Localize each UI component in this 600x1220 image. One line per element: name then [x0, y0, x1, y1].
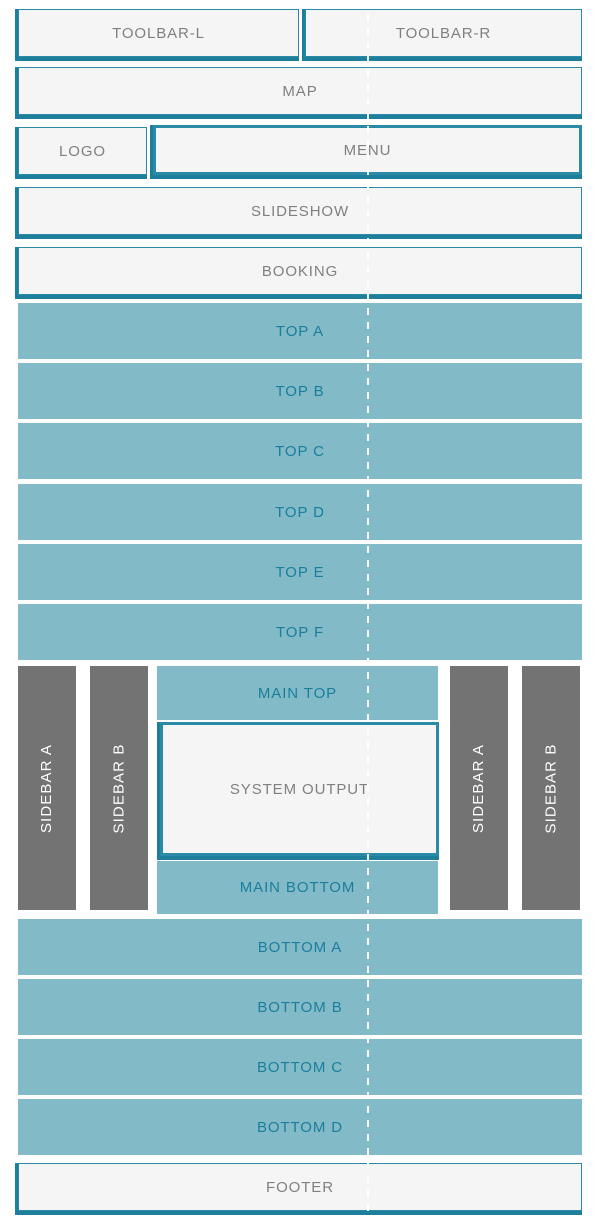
region-label: SYSTEM OUTPUT [229, 780, 370, 798]
region-label: TOP C [275, 442, 325, 460]
region-bottom-d[interactable]: BOTTOM D [18, 1099, 582, 1155]
region-main-bottom[interactable]: MAIN BOTTOM [157, 861, 438, 914]
region-toolbar-right[interactable]: TOOLBAR-R [305, 9, 582, 57]
region-system-output[interactable]: SYSTEM OUTPUT [160, 722, 439, 856]
region-label: BOTTOM A [257, 938, 343, 956]
region-top-a[interactable]: TOP A [18, 303, 582, 359]
region-label: SIDEBAR A [38, 743, 56, 833]
region-bottom-c[interactable]: BOTTOM C [18, 1039, 582, 1095]
region-logo[interactable]: LOGO [18, 127, 147, 175]
region-label: MAIN BOTTOM [239, 879, 356, 896]
region-label: TOP A [275, 322, 325, 340]
region-label: MAIN TOP [257, 684, 338, 702]
region-label: SIDEBAR A [470, 743, 488, 833]
region-sidebar-left-b[interactable]: SIDEBAR B [90, 666, 148, 910]
region-label: BOOKING [261, 262, 339, 280]
region-map[interactable]: MAP [18, 67, 582, 115]
region-top-e[interactable]: TOP E [18, 544, 582, 600]
region-label: MENU [343, 141, 392, 159]
region-label: SLIDESHOW [250, 202, 350, 220]
region-label: FOOTER [266, 1178, 334, 1196]
region-menu[interactable]: MENU [153, 125, 582, 175]
region-toolbar-left[interactable]: TOOLBAR-L [18, 9, 299, 57]
region-top-d[interactable]: TOP D [18, 484, 582, 540]
region-bottom-a[interactable]: BOTTOM A [18, 919, 582, 975]
region-label: BOTTOM C [256, 1058, 344, 1076]
region-sidebar-right-a[interactable]: SIDEBAR A [450, 666, 508, 910]
region-label: TOP F [275, 623, 325, 641]
region-label: TOP D [275, 503, 325, 521]
region-top-f[interactable]: TOP F [18, 604, 582, 660]
region-label: LOGO [59, 142, 106, 160]
region-label: SIDEBAR B [110, 743, 128, 833]
region-label: SIDEBAR B [542, 743, 560, 833]
region-label: TOP B [275, 382, 325, 400]
region-label: TOOLBAR-L [112, 24, 205, 42]
region-bottom-b[interactable]: BOTTOM B [18, 979, 582, 1035]
region-slideshow[interactable]: SLIDESHOW [18, 187, 582, 235]
region-label: MAP [282, 82, 318, 100]
region-label: BOTTOM D [256, 1118, 344, 1136]
region-label: TOOLBAR-R [395, 24, 492, 42]
region-sidebar-right-b[interactable]: SIDEBAR B [522, 666, 580, 910]
region-main-top[interactable]: MAIN TOP [157, 666, 438, 720]
region-top-c[interactable]: TOP C [18, 423, 582, 479]
region-sidebar-left-a[interactable]: SIDEBAR A [18, 666, 76, 910]
region-footer[interactable]: FOOTER [18, 1163, 582, 1211]
region-top-b[interactable]: TOP B [18, 363, 582, 419]
region-label: TOP E [275, 563, 325, 581]
region-label: BOTTOM B [257, 998, 343, 1016]
region-booking[interactable]: BOOKING [18, 247, 582, 295]
